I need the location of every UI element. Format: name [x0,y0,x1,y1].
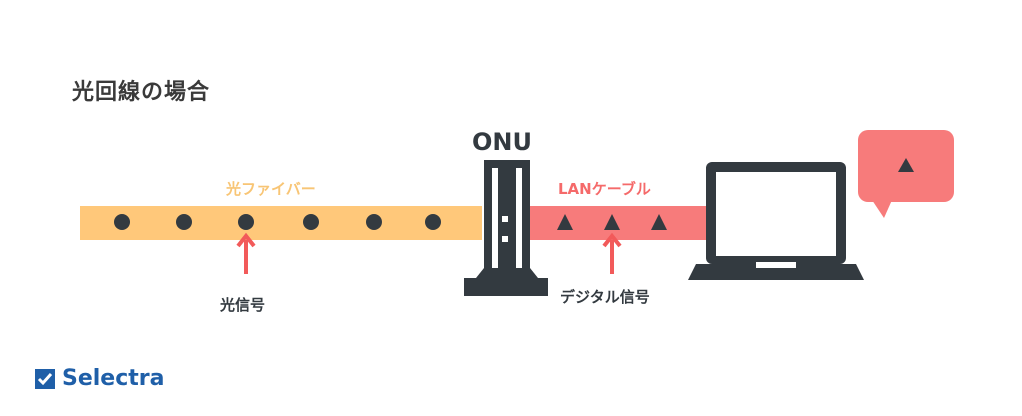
lan-label: LANケーブル [558,180,651,198]
signal-dot [238,214,254,230]
lan-cable [530,206,710,240]
signal-dot [366,214,382,230]
brand-name: Selectra [62,366,165,391]
signal-dot [425,214,441,230]
check-icon [35,368,55,389]
fiber-cable [80,206,482,240]
signal-dot [114,214,130,230]
signal-dot [176,214,192,230]
signal-triangle [651,214,667,230]
digital-signal-arrow [602,232,622,274]
onu-device [464,11,548,296]
optical-signal-label: 光信号 [220,296,266,314]
signal-triangle [557,214,573,230]
brand-logo: Selectra [34,366,164,391]
signal-dot [303,214,319,230]
digital-signal-label: デジタル信号 [560,288,650,306]
fiber-label: 光ファイバー [226,180,316,198]
signal-triangle [604,214,620,230]
speech-bubble [858,130,954,218]
optical-signal-arrow [236,232,256,274]
bubble-triangle [898,158,914,172]
optical-signal-dots [114,214,441,230]
diagram-title: 光回線の場合 [72,80,211,105]
laptop-icon [688,162,864,280]
onu-label: ONU [472,128,532,156]
digital-signal-triangles [557,214,667,230]
